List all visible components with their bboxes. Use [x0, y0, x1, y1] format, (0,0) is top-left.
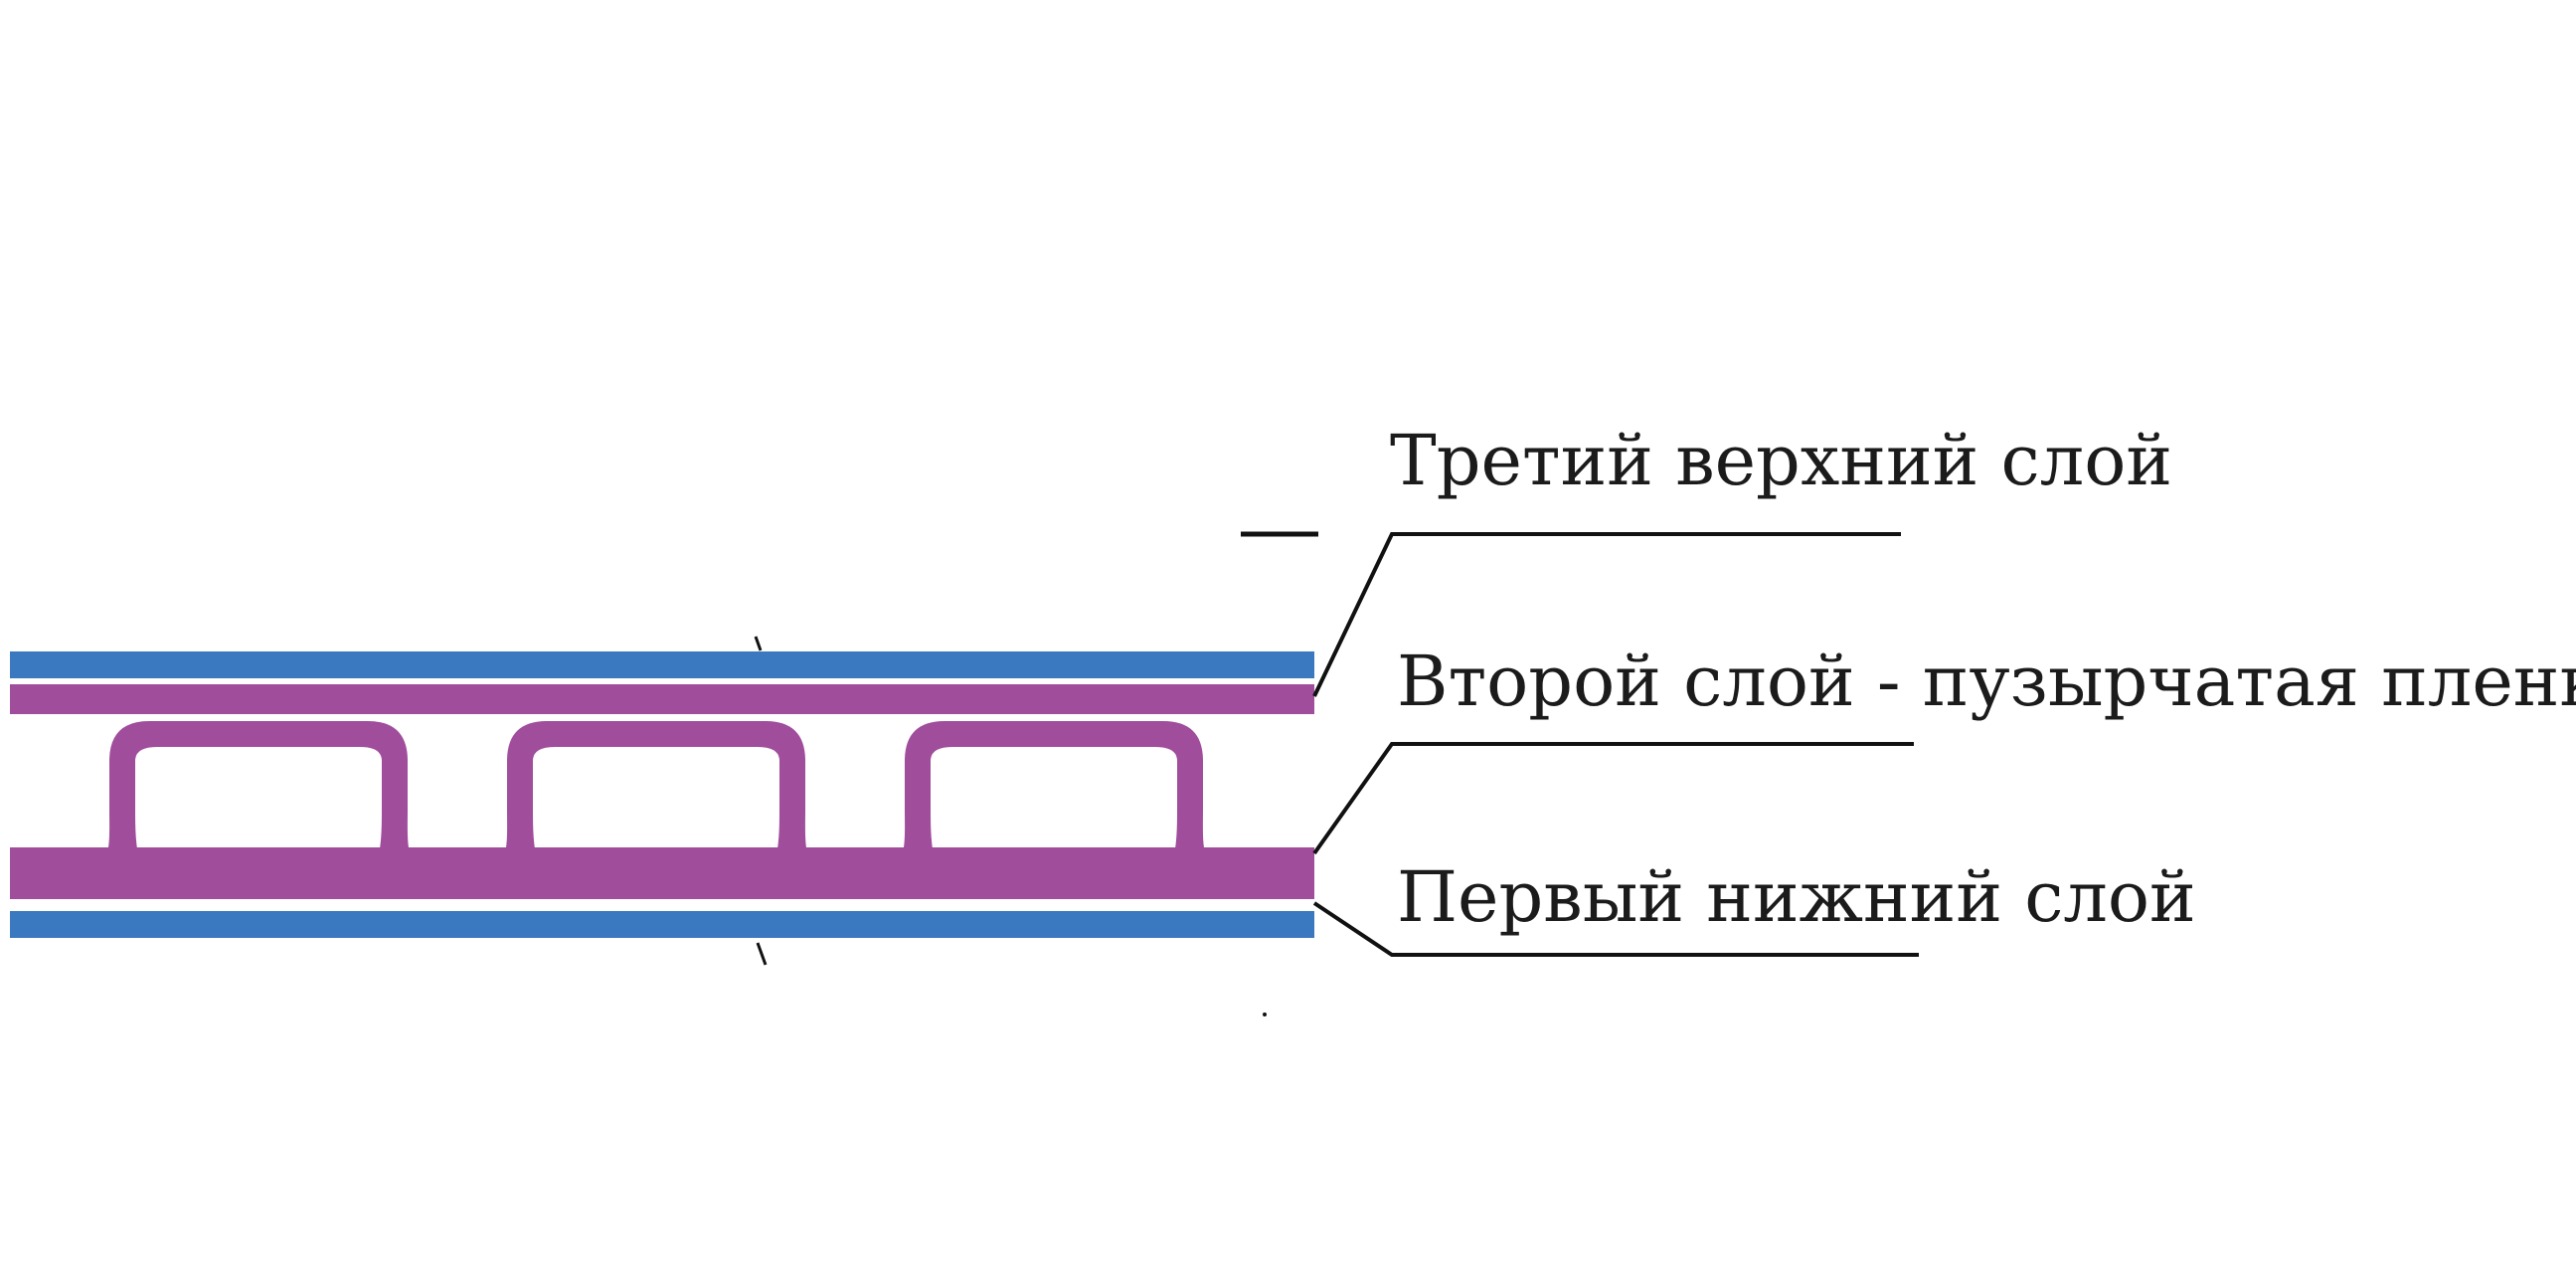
leader-lines: [754, 531, 1919, 1016]
bubble-cap-2: [495, 721, 817, 867]
label-second-bubble-layer: Второй слой - пузырчатая пленка: [1397, 641, 2576, 722]
artifact-mark-bottom: [756, 942, 768, 966]
first-layer-bottom-film: [10, 911, 1314, 938]
label-first-bottom-layer: Первый нижний слой: [1397, 856, 2196, 938]
leader-line-third: [1312, 532, 1901, 697]
bubble-cap-1: [97, 721, 420, 867]
third-layer-top-film: [10, 651, 1314, 678]
second-layer-lower-sheet: [10, 847, 1314, 899]
second-layer-upper-sheet: [10, 684, 1314, 714]
bubble-profile: [97, 721, 1215, 867]
bubble-cap-3: [893, 721, 1215, 867]
artifact-mark-top: [754, 636, 763, 651]
leader-line-second: [1312, 742, 1914, 855]
label-third-top-layer: Третий верхний слой: [1390, 420, 2173, 501]
leader-line-first: [1312, 901, 1919, 957]
artifact-dot: [1263, 1012, 1267, 1016]
